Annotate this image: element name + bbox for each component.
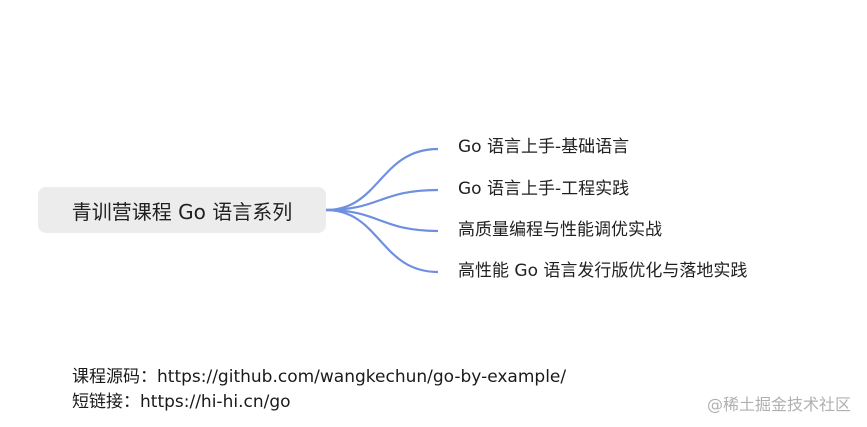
footer-links: 课程源码：https://github.com/wangkechun/go-by… xyxy=(72,365,566,415)
source-code-label: 课程源码： xyxy=(72,367,157,387)
branch-node-label: 高性能 Go 语言发行版优化与落地实践 xyxy=(458,261,748,281)
root-node-label: 青训营课程 Go 语言系列 xyxy=(71,199,293,224)
branch-node-label: Go 语言上手-基础语言 xyxy=(458,137,630,157)
connector-branch-3 xyxy=(325,208,439,233)
branch-node-4[interactable]: 高性能 Go 语言发行版优化与落地实践 xyxy=(458,260,747,282)
branch-node-label: 高质量编程与性能调优实战 xyxy=(458,220,662,240)
short-link-line: 短链接：https://hi-hi.cn/go xyxy=(72,390,566,415)
source-code-link[interactable]: https://github.com/wangkechun/go-by-exam… xyxy=(157,367,567,387)
branch-node-3[interactable]: 高质量编程与性能调优实战 xyxy=(458,219,662,241)
connector-branch-4 xyxy=(325,208,439,274)
watermark: @稀土掘金技术社区 xyxy=(706,395,851,414)
root-node[interactable]: 青训营课程 Go 语言系列 xyxy=(38,187,326,233)
branch-node-label: Go 语言上手-工程实践 xyxy=(458,179,630,199)
short-link-url[interactable]: https://hi-hi.cn/go xyxy=(140,392,291,412)
connector-branch-2 xyxy=(325,188,439,212)
source-code-line: 课程源码：https://github.com/wangkechun/go-by… xyxy=(72,365,566,390)
connector-branch-1 xyxy=(325,147,439,212)
branch-node-1[interactable]: Go 语言上手-基础语言 xyxy=(458,136,629,158)
short-link-label: 短链接： xyxy=(72,392,140,412)
branch-node-2[interactable]: Go 语言上手-工程实践 xyxy=(458,178,629,200)
